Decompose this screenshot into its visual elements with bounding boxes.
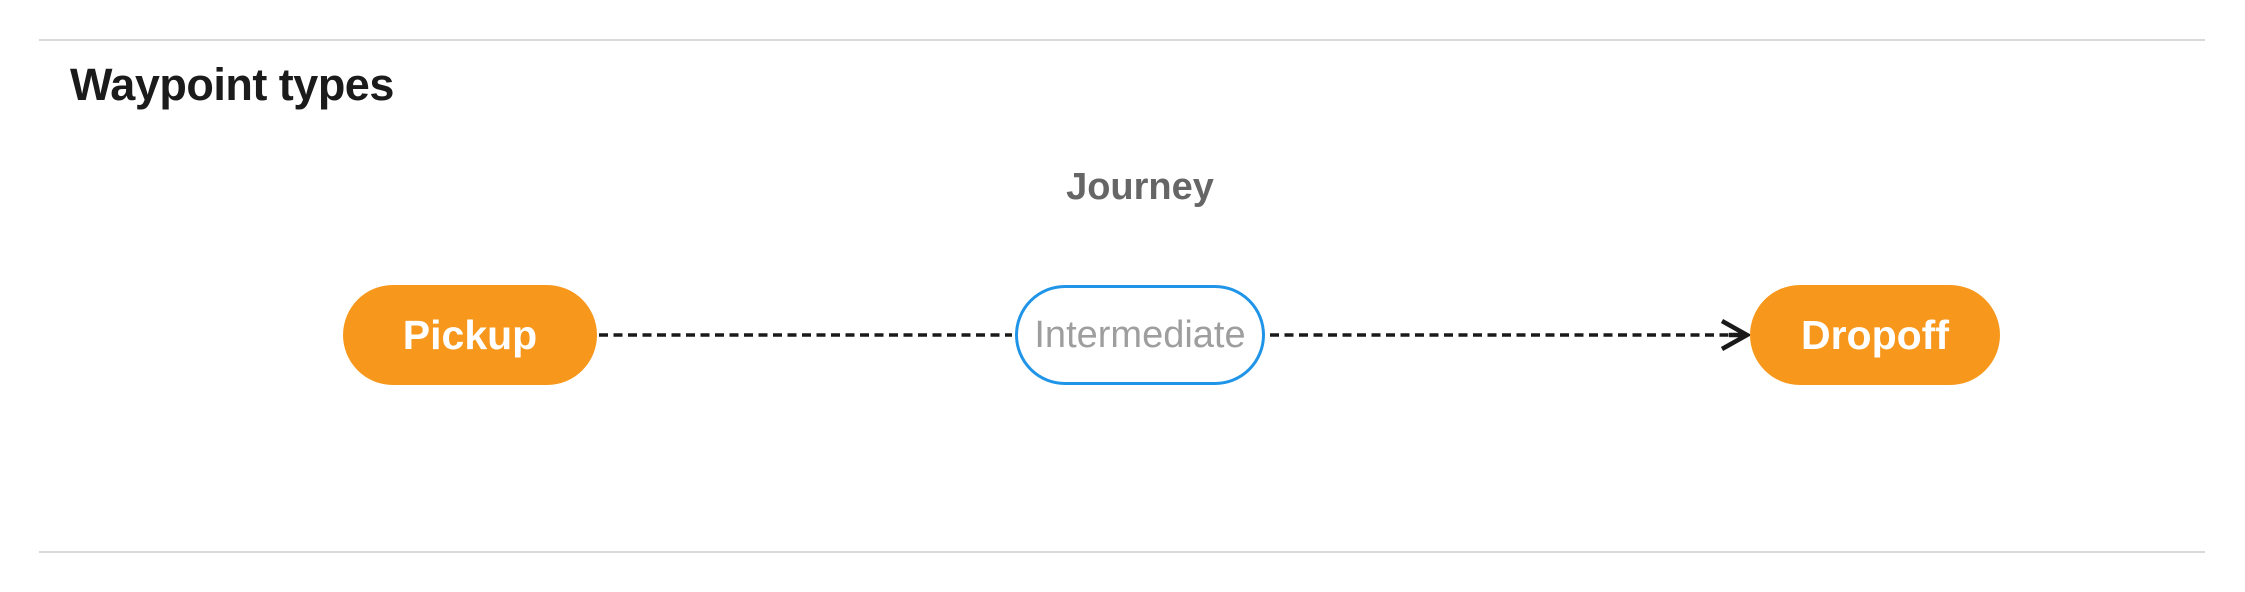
journey-caption: Journey <box>1066 166 1214 208</box>
arrowhead-icon <box>1720 319 1752 351</box>
top-divider <box>39 39 2205 41</box>
bottom-divider <box>39 551 2205 553</box>
section-heading: Waypoint types <box>70 59 394 110</box>
node-intermediate: Intermediate <box>1015 285 1265 385</box>
node-pickup: Pickup <box>343 285 597 385</box>
node-dropoff: Dropoff <box>1750 285 2000 385</box>
